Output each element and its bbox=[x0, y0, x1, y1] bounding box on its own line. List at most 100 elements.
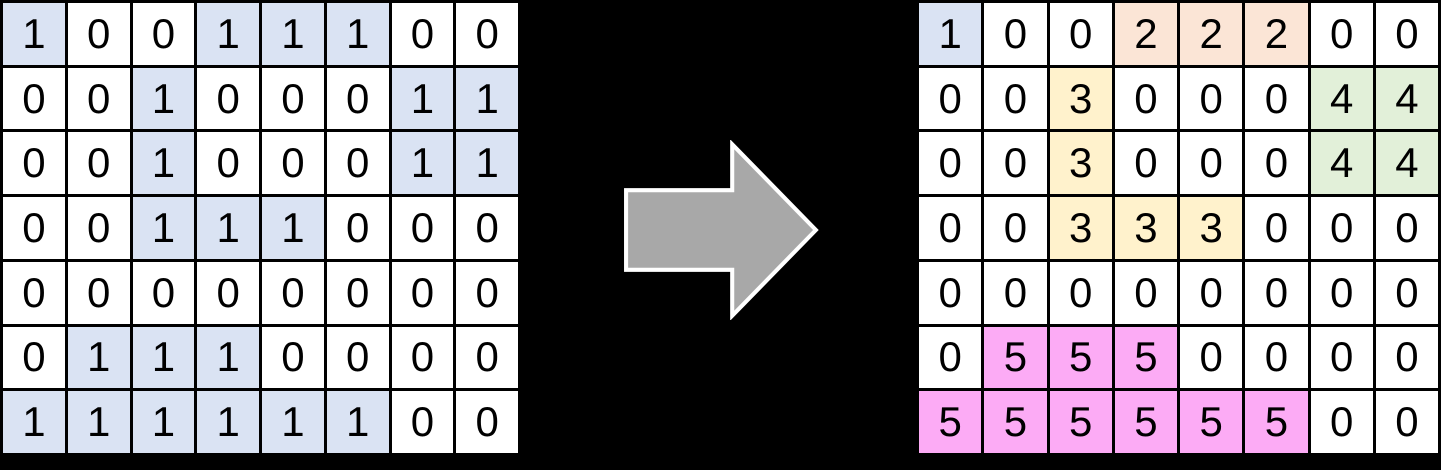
grid-cell-r2c6: 4 bbox=[1310, 132, 1373, 195]
grid-cell-r2c7: 1 bbox=[456, 132, 518, 195]
transform-arrow-icon bbox=[622, 140, 822, 320]
grid-cell-r4c7: 0 bbox=[456, 261, 518, 324]
grid-cell-r4c0: 0 bbox=[3, 261, 65, 324]
grid-cell-r1c7: 1 bbox=[456, 67, 518, 130]
grid-cell-r6c4: 1 bbox=[262, 391, 324, 453]
grid-cell-r5c2: 1 bbox=[132, 326, 195, 389]
grid-cell-r5c6: 0 bbox=[391, 326, 454, 389]
grid-cell-r3c6: 0 bbox=[391, 197, 454, 259]
grid-cell-r4c5: 0 bbox=[1245, 261, 1308, 324]
grid-cell-r5c5: 0 bbox=[326, 326, 389, 389]
grid-cell-r1c6: 4 bbox=[1310, 67, 1373, 130]
grid-cell-r0c1: 0 bbox=[984, 3, 1047, 65]
grid-cell-r0c6: 0 bbox=[1310, 3, 1373, 65]
grid-cell-r1c7: 4 bbox=[1375, 67, 1438, 130]
grid-cell-r3c7: 0 bbox=[456, 197, 518, 259]
grid-cell-r1c4: 0 bbox=[1180, 67, 1243, 130]
grid-cell-r3c3: 3 bbox=[1114, 197, 1177, 259]
grid-cell-r2c3: 0 bbox=[197, 132, 259, 195]
grid-cell-r5c2: 5 bbox=[1049, 326, 1112, 389]
grid-cell-r6c0: 1 bbox=[3, 391, 65, 453]
grid-cell-r5c0: 0 bbox=[919, 326, 982, 389]
grid-cell-r0c5: 2 bbox=[1245, 3, 1308, 65]
grid-cell-r2c5: 0 bbox=[326, 132, 389, 195]
grid-cell-r6c5: 1 bbox=[326, 391, 389, 453]
grid-cell-r0c1: 0 bbox=[67, 3, 130, 65]
grid-cell-r3c5: 0 bbox=[326, 197, 389, 259]
grid-cell-r5c7: 0 bbox=[456, 326, 518, 389]
grid-cell-r1c1: 0 bbox=[67, 67, 130, 130]
grid-cell-r2c0: 0 bbox=[3, 132, 65, 195]
grid-cell-r3c4: 1 bbox=[262, 197, 324, 259]
grid-cell-r5c7: 0 bbox=[1375, 326, 1438, 389]
grid-cell-r1c2: 1 bbox=[132, 67, 195, 130]
grid-cell-r4c7: 0 bbox=[1375, 261, 1438, 324]
grid-cell-r2c1: 0 bbox=[67, 132, 130, 195]
grid-cell-r4c4: 0 bbox=[262, 261, 324, 324]
grid-cell-r6c6: 0 bbox=[391, 391, 454, 453]
grid-cell-r1c1: 0 bbox=[984, 67, 1047, 130]
grid-cell-r3c7: 0 bbox=[1375, 197, 1438, 259]
grid-cell-r2c2: 1 bbox=[132, 132, 195, 195]
grid-cell-r1c3: 0 bbox=[197, 67, 259, 130]
grid-cell-r3c3: 1 bbox=[197, 197, 259, 259]
grid-cell-r5c6: 0 bbox=[1310, 326, 1373, 389]
grid-cell-r1c5: 0 bbox=[1245, 67, 1308, 130]
grid-cell-r3c1: 0 bbox=[67, 197, 130, 259]
grid-cell-r4c0: 0 bbox=[919, 261, 982, 324]
grid-cell-r5c1: 5 bbox=[984, 326, 1047, 389]
grid-cell-r4c3: 0 bbox=[1114, 261, 1177, 324]
grid-cell-r1c0: 0 bbox=[3, 67, 65, 130]
grid-cell-r0c2: 0 bbox=[1049, 3, 1112, 65]
grid-cell-r0c4: 1 bbox=[262, 3, 324, 65]
grid-cell-r3c1: 0 bbox=[984, 197, 1047, 259]
grid-cell-r6c2: 1 bbox=[132, 391, 195, 453]
grid-cell-r0c7: 0 bbox=[456, 3, 518, 65]
grid-cell-r4c1: 0 bbox=[67, 261, 130, 324]
grid-cell-r4c5: 0 bbox=[326, 261, 389, 324]
grid-cell-r4c2: 0 bbox=[1049, 261, 1112, 324]
grid-cell-r6c4: 5 bbox=[1180, 391, 1243, 453]
grid-cell-r4c4: 0 bbox=[1180, 261, 1243, 324]
grid-cell-r6c0: 5 bbox=[919, 391, 982, 453]
grid-cell-r4c6: 0 bbox=[1310, 261, 1373, 324]
grid-cell-r4c6: 0 bbox=[391, 261, 454, 324]
grid-cell-r5c5: 0 bbox=[1245, 326, 1308, 389]
grid-cell-r2c4: 0 bbox=[262, 132, 324, 195]
grid-cell-r0c5: 1 bbox=[326, 3, 389, 65]
grid-cell-r0c7: 0 bbox=[1375, 3, 1438, 65]
grid-cell-r3c2: 3 bbox=[1049, 197, 1112, 259]
grid-cell-r6c5: 5 bbox=[1245, 391, 1308, 453]
grid-cell-r6c3: 1 bbox=[197, 391, 259, 453]
grid-cell-r0c0: 1 bbox=[3, 3, 65, 65]
grid-cell-r2c4: 0 bbox=[1180, 132, 1243, 195]
grid-cell-r2c6: 1 bbox=[391, 132, 454, 195]
grid-cell-r6c1: 1 bbox=[67, 391, 130, 453]
grid-cell-r5c3: 1 bbox=[197, 326, 259, 389]
grid-cell-r2c5: 0 bbox=[1245, 132, 1308, 195]
grid-cell-r3c0: 0 bbox=[919, 197, 982, 259]
grid-cell-r5c0: 0 bbox=[3, 326, 65, 389]
grid-cell-r1c2: 3 bbox=[1049, 67, 1112, 130]
grid-cell-r1c4: 0 bbox=[262, 67, 324, 130]
grid-cell-r2c1: 0 bbox=[984, 132, 1047, 195]
grid-cell-r6c7: 0 bbox=[1375, 391, 1438, 453]
grid-cell-r5c4: 0 bbox=[262, 326, 324, 389]
grid-cell-r3c2: 1 bbox=[132, 197, 195, 259]
grid-cell-r4c2: 0 bbox=[132, 261, 195, 324]
grid-cell-r3c4: 3 bbox=[1180, 197, 1243, 259]
grid-cell-r1c6: 1 bbox=[391, 67, 454, 130]
grid-cell-r0c3: 1 bbox=[197, 3, 259, 65]
grid-cell-r4c3: 0 bbox=[197, 261, 259, 324]
grid-cell-r3c6: 0 bbox=[1310, 197, 1373, 259]
grid-cell-r6c2: 5 bbox=[1049, 391, 1112, 453]
grid-cell-r6c3: 5 bbox=[1114, 391, 1177, 453]
grid-cell-r1c5: 0 bbox=[326, 67, 389, 130]
grid-cell-r2c0: 0 bbox=[919, 132, 982, 195]
grid-cell-r2c7: 4 bbox=[1375, 132, 1438, 195]
grid-cell-r5c3: 5 bbox=[1114, 326, 1177, 389]
grid-cell-r1c0: 0 bbox=[919, 67, 982, 130]
grid-cell-r5c1: 1 bbox=[67, 326, 130, 389]
